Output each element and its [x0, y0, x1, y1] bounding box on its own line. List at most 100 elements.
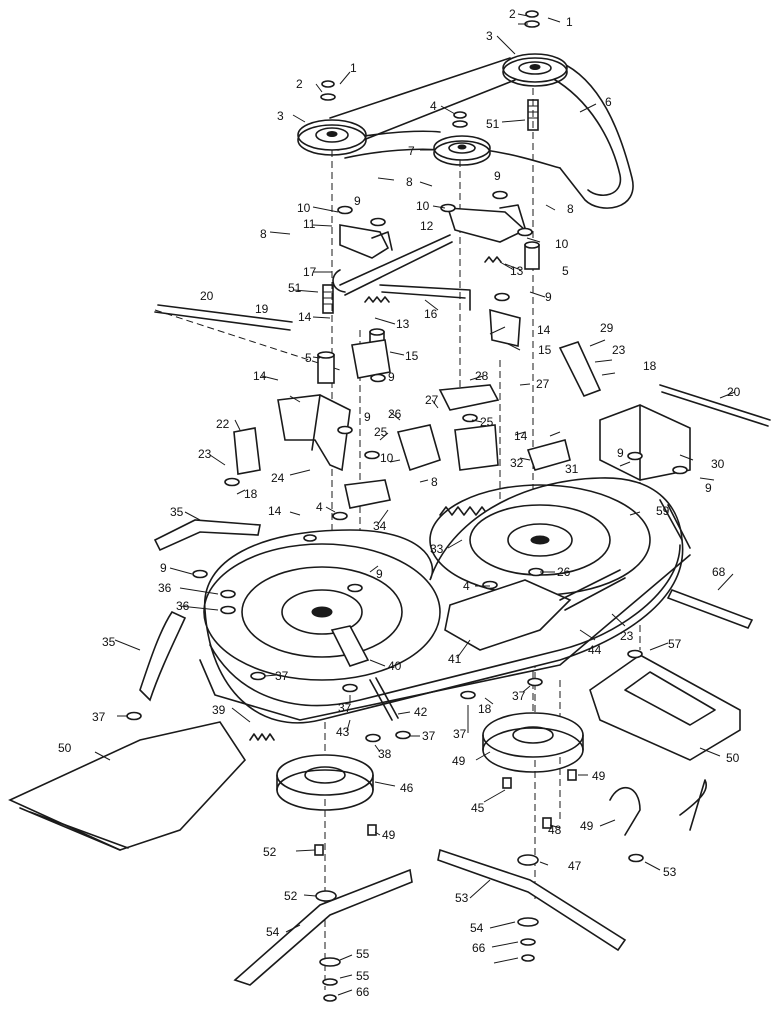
spindle-pulley-left	[297, 119, 367, 156]
part-label: 53	[663, 865, 677, 879]
part-label: 1	[350, 61, 357, 75]
brackets-center	[233, 384, 571, 509]
part-label: 9	[617, 446, 624, 460]
support-bracket-left	[277, 394, 351, 472]
bushing-right	[524, 241, 540, 270]
part-label: 30	[711, 457, 725, 471]
part-label: 13	[510, 264, 524, 278]
part-label: 55	[356, 947, 370, 961]
discharge-chute-38	[8, 721, 247, 851]
part-label: 39	[212, 703, 226, 717]
part-label: 53	[455, 891, 469, 905]
part-label: 23	[620, 629, 634, 643]
part-label: 11	[303, 217, 316, 231]
lift-link-29	[558, 341, 602, 398]
part-label: 17	[303, 265, 317, 279]
part-label: 48	[548, 823, 562, 837]
part-label: 37	[512, 689, 526, 703]
part-label: 44	[588, 643, 602, 657]
part-label: 25	[480, 415, 494, 429]
part-label: 32	[510, 456, 524, 470]
part-label: 52	[263, 845, 277, 859]
part-label: 13	[396, 317, 410, 331]
part-label: 9	[705, 481, 712, 495]
part-label: 20	[727, 385, 741, 399]
part-label: 35	[102, 635, 116, 649]
part-label: 14	[298, 310, 312, 324]
part-label: 3	[277, 109, 284, 123]
part-label: 37	[338, 701, 352, 715]
part-label: 59	[656, 504, 670, 518]
part-label: 66	[356, 985, 370, 999]
part-label: 54	[470, 921, 484, 935]
part-label: 28	[475, 369, 489, 383]
part-label: 16	[424, 307, 438, 321]
part-label: 42	[414, 705, 428, 719]
part-label: 54	[266, 925, 280, 939]
left-arm-35a	[153, 519, 261, 552]
part-label: 8	[260, 227, 267, 241]
blade-left	[233, 868, 413, 986]
part-label: 34	[373, 519, 387, 533]
part-label: 9	[494, 169, 501, 183]
spindle-housing-left	[276, 754, 374, 811]
part-label: 41	[448, 652, 462, 666]
fasteners	[126, 190, 688, 863]
part-label: 15	[538, 343, 552, 357]
part-label: 9	[376, 567, 383, 581]
part-label: 12	[420, 219, 434, 233]
part-label: 36	[158, 581, 172, 595]
part-label: 45	[471, 801, 485, 815]
part-label: 18	[643, 359, 657, 373]
part-label: 8	[567, 202, 574, 216]
part-label: 26	[557, 565, 571, 579]
part-label: 10	[297, 201, 311, 215]
part-label: 37	[453, 727, 467, 741]
pin-42	[369, 677, 399, 721]
idler-arm-right	[446, 204, 527, 243]
part-label: 7	[408, 144, 415, 158]
part-label: 24	[271, 471, 285, 485]
part-label: 20	[200, 289, 214, 303]
blade-right	[437, 848, 627, 952]
part-label: 31	[565, 462, 579, 476]
part-label: 25	[374, 425, 388, 439]
part-label: 66	[472, 941, 486, 955]
part-label: 43	[336, 725, 350, 739]
drive-belt	[329, 57, 634, 209]
part-label: 18	[244, 487, 258, 501]
part-label: 33	[430, 542, 444, 556]
part-label: 57	[668, 637, 682, 651]
blade-hardware	[319, 917, 539, 1002]
part-label: 51	[486, 117, 500, 131]
rear-baffle-46	[589, 654, 741, 761]
part-label: 35	[170, 505, 184, 519]
part-label: 68	[712, 565, 726, 579]
part-label: 5	[305, 351, 312, 365]
part-label: 50	[58, 741, 72, 755]
deflector-48	[609, 779, 707, 836]
part-number-labels: 2 1 3 1 2 3 4 51 6 7 8 9 10 8 10 9 11 12…	[58, 7, 741, 999]
part-label: 37	[275, 669, 289, 683]
part-label: 8	[406, 175, 413, 189]
spindle-housing-right	[482, 712, 584, 773]
part-label: 14	[514, 429, 528, 443]
idler-pulley-top-right	[502, 53, 568, 87]
center-pulley	[433, 135, 491, 166]
deck-stiffener-44	[559, 569, 626, 611]
part-label: 52	[284, 889, 298, 903]
part-label: 3	[486, 29, 493, 43]
part-label: 49	[580, 819, 594, 833]
part-label: 10	[555, 237, 569, 251]
part-label: 9	[364, 410, 371, 424]
part-label: 49	[452, 754, 466, 768]
part-label: 23	[198, 447, 212, 461]
part-label: 37	[92, 710, 106, 724]
leader-lines	[94, 13, 736, 996]
part-label: 9	[388, 370, 395, 384]
part-label: 4	[430, 99, 437, 113]
part-label: 4	[463, 579, 470, 593]
part-label: 9	[160, 561, 167, 575]
